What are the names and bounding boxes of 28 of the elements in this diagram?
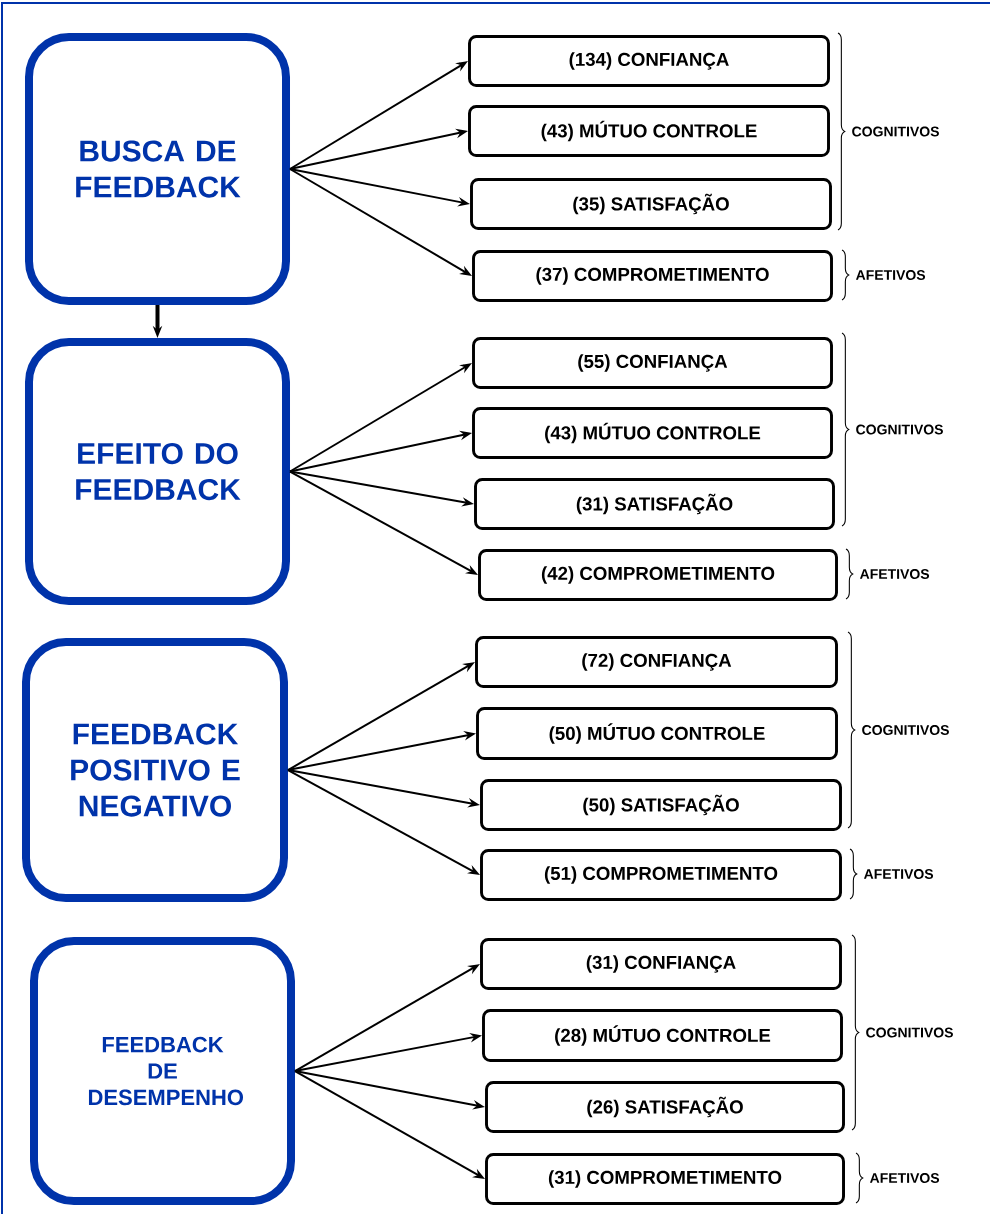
group-label: COGNITIVOS [862, 725, 949, 735]
group-label: COGNITIVOS [856, 424, 943, 435]
item-box: (43) MÚTUO CONTROLE [468, 105, 830, 157]
item-box: (28) MÚTUO CONTROLE [482, 1009, 843, 1062]
item-box: (31) SATISFAÇÃO [474, 478, 835, 530]
item-box: (72) CONFIANÇA [475, 636, 838, 688]
item-box: (50) MÚTUO CONTROLE [476, 707, 838, 760]
item-box: (31) CONFIANÇA [480, 938, 842, 990]
item-box: (42) COMPROMETIMENTO [478, 549, 838, 601]
item-box: (55) CONFIANÇA [472, 337, 833, 389]
group-label: AFETIVOS [863, 869, 934, 879]
item-box: (134) CONFIANÇA [468, 35, 830, 87]
group-label: AFETIVOS [855, 270, 926, 280]
item-box: (31) COMPROMETIMENTO [485, 1153, 845, 1205]
group-label: AFETIVOS [869, 1173, 940, 1183]
category-box: FEEDBACK POSITIVO E NEGATIVO [22, 638, 288, 902]
category-box: BUSCA DE FEEDBACK [25, 33, 290, 305]
group-label: AFETIVOS [859, 569, 930, 579]
item-box: (43) MÚTUO CONTROLE [472, 407, 833, 459]
category-box: EFEITO DO FEEDBACK [25, 338, 290, 605]
item-box: (50) SATISFAÇÃO [480, 779, 842, 831]
group-label: COGNITIVOS [852, 126, 939, 137]
item-box: (35) SATISFAÇÃO [470, 178, 832, 230]
item-box: (26) SATISFAÇÃO [485, 1081, 845, 1133]
category-box: FEEDBACK DE DESEMPENHO [30, 937, 295, 1205]
item-box: (37) COMPROMETIMENTO [472, 250, 833, 302]
item-box: (51) COMPROMETIMENTO [480, 849, 842, 901]
group-label: COGNITIVOS [866, 1027, 953, 1038]
